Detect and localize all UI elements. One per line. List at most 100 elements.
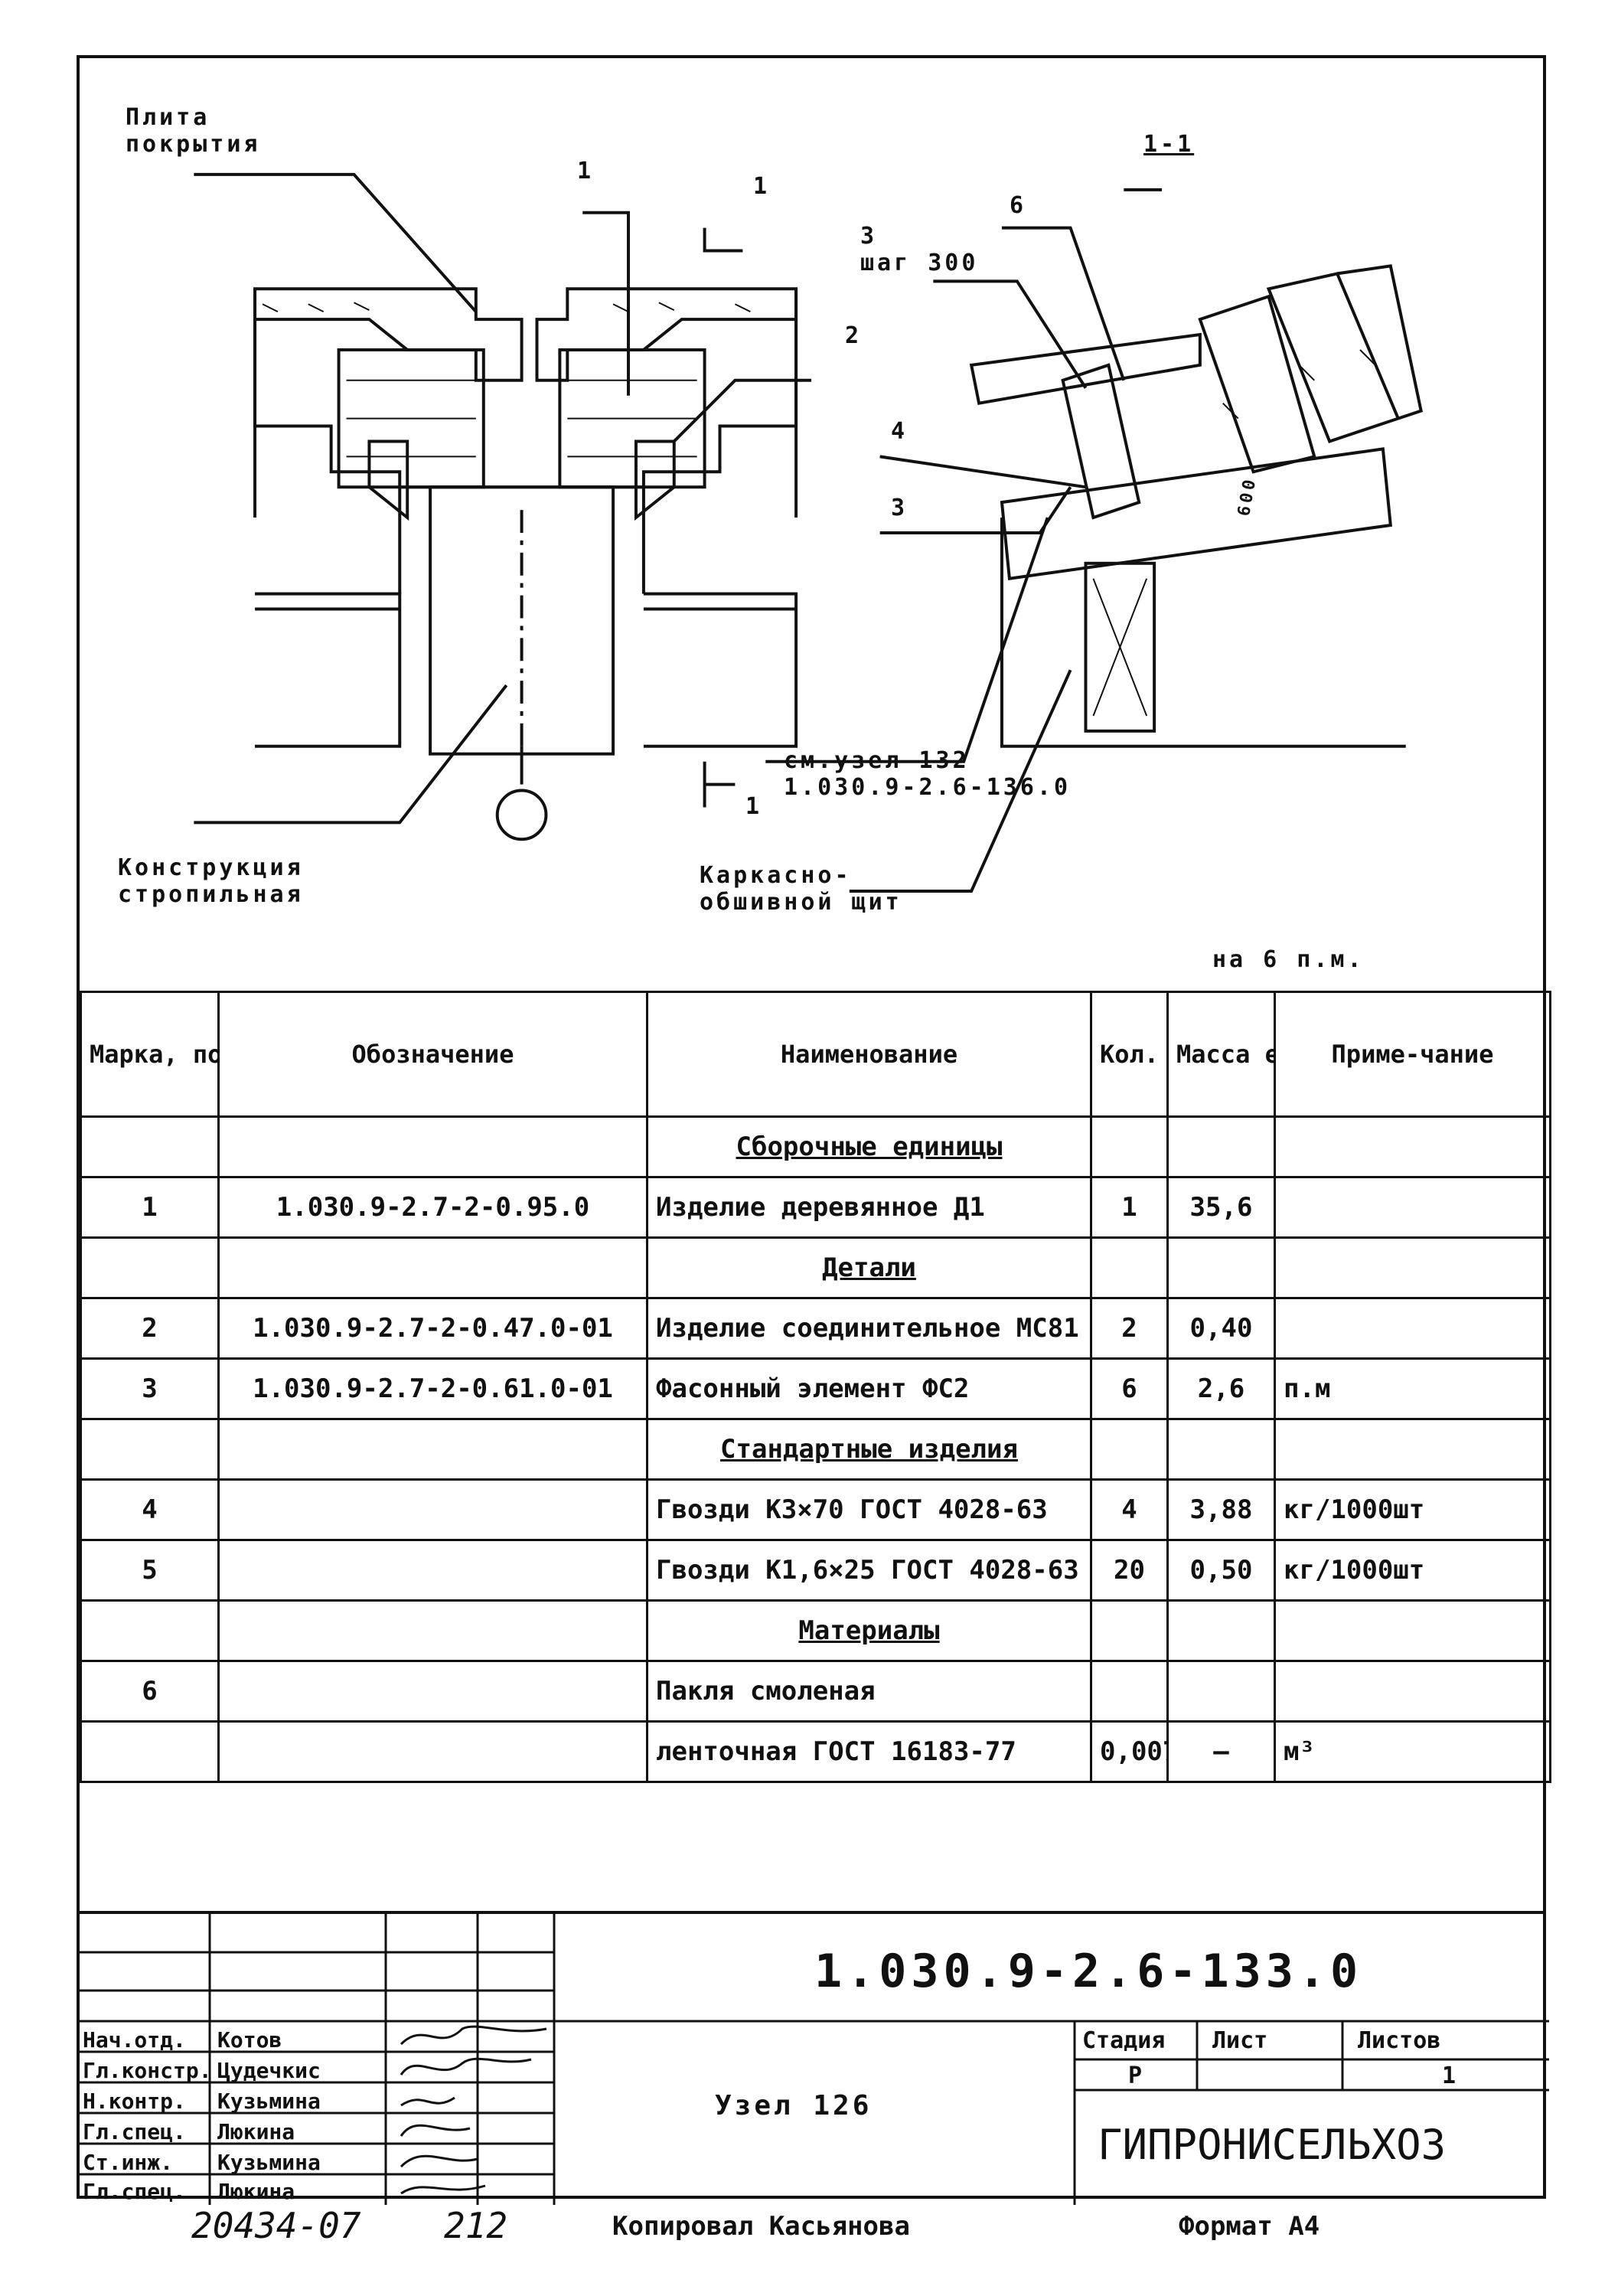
section-title: Материалы — [646, 1599, 1092, 1662]
label-step-num: 3 — [860, 223, 878, 250]
cell-code: 1.030.9-2.7-2-0.47.0-01 — [217, 1297, 648, 1360]
spec-row: Материалы — [80, 1599, 1551, 1662]
name-2: Цудечкис — [217, 2058, 321, 2083]
cell-mass — [1166, 1599, 1276, 1662]
format-label: Формат А4 — [1179, 2211, 1320, 2242]
cell-name: Изделие соединительное МС81 — [646, 1297, 1092, 1360]
label-panel-line1: Каркасно- — [700, 862, 852, 889]
sheets-value: 1 — [1442, 2062, 1457, 2089]
cell-name: Гвозди К1,6×25 ГОСТ 4028-63 — [646, 1539, 1092, 1602]
role-2: Гл.констр. — [83, 2058, 212, 2083]
cell-mark — [80, 1599, 220, 1662]
cell-mass: 0,50 — [1166, 1539, 1276, 1602]
cell-mass — [1166, 1660, 1276, 1723]
role-5: Ст.инж. — [83, 2150, 174, 2175]
cell-code — [217, 1539, 648, 1602]
cell-code — [217, 1478, 648, 1541]
cell-mass — [1166, 1418, 1276, 1481]
header-qty: Кол. — [1090, 991, 1169, 1118]
cell-mark: 1 — [80, 1176, 220, 1239]
cell-code — [217, 1418, 648, 1481]
label-panel-line2: обшивной щит — [700, 889, 902, 916]
cell-qty: 20 — [1090, 1539, 1169, 1602]
cell-qty — [1090, 1418, 1169, 1481]
technical-drawing: Плита покрытия 1 1 2 Конструкция стропил… — [80, 58, 1543, 991]
label-plate-line1: Плита — [126, 104, 210, 131]
cut-mark-top: 1 — [753, 173, 771, 200]
spec-header-row: Марка, поз Обозначение Наименование Кол.… — [80, 991, 1551, 1118]
cell-qty: 0,007 — [1090, 1720, 1169, 1783]
label-construction: Конструкция стропильная — [118, 854, 304, 908]
label-panel: Каркасно- обшивной щит — [700, 862, 902, 916]
sheet-label: Лист — [1212, 2027, 1268, 2054]
section-title: Детали — [646, 1236, 1092, 1299]
cell-code — [217, 1660, 648, 1723]
cell-mass: 0,40 — [1166, 1297, 1276, 1360]
cell-mark: 3 — [80, 1357, 220, 1420]
label-ref-line1: см.узел 132 — [784, 747, 970, 774]
drawing-sheet: Плита покрытия 1 1 2 Конструкция стропил… — [77, 55, 1551, 2205]
label-ref: см.узел 132 1.030.9-2.6-136.0 — [784, 747, 1071, 801]
cell-note: п.м — [1274, 1357, 1551, 1420]
doc-code: 1.030.9-2.6-133.0 — [814, 1945, 1363, 1998]
cell-qty: 1 — [1090, 1176, 1169, 1239]
cell-mark: 2 — [80, 1297, 220, 1360]
cell-code: 1.030.9-2.7-2-0.61.0-01 — [217, 1357, 648, 1420]
label-construction-line2: стропильная — [118, 881, 304, 908]
label-plate-line2: покрытия — [126, 131, 261, 158]
cell-note — [1274, 1297, 1551, 1360]
cell-mark — [80, 1418, 220, 1481]
cell-note: м³ — [1274, 1720, 1551, 1783]
cell-note — [1274, 1418, 1551, 1481]
cell-name: Изделие деревянное Д1 — [646, 1176, 1092, 1239]
role-4: Гл.спец. — [83, 2119, 186, 2144]
cell-code — [217, 1236, 648, 1299]
header-name: Наименование — [646, 991, 1092, 1118]
cut-mark-bottom: 1 — [745, 793, 763, 820]
note-per-meter: на 6 п.м. — [1212, 946, 1365, 973]
inventory-number: 20434-07 — [191, 2205, 361, 2246]
cell-code — [217, 1720, 648, 1783]
cell-mark — [80, 1720, 220, 1783]
copied-by: Копировал Касьянова — [612, 2211, 910, 2242]
cell-note — [1274, 1115, 1551, 1178]
name-1: Котов — [217, 2027, 282, 2053]
name-6: Люкина — [217, 2179, 295, 2204]
callout-1: 1 — [577, 158, 595, 185]
specification-table: Марка, поз Обозначение Наименование Кол.… — [80, 991, 1551, 1783]
header-code: Обозначение — [217, 991, 648, 1118]
role-6: Гл.спец. — [83, 2179, 186, 2204]
cell-qty — [1090, 1236, 1169, 1299]
cell-code — [217, 1599, 648, 1662]
stage-value: Р — [1128, 2062, 1143, 2089]
cell-qty — [1090, 1115, 1169, 1178]
section-title: Сборочные единицы — [646, 1115, 1092, 1178]
organization: ГИПРОНИСЕЛЬХОЗ — [1098, 2121, 1447, 2169]
spec-row: Стандартные изделия — [80, 1418, 1551, 1481]
drawing-graphics — [194, 172, 1423, 893]
cell-mark: 5 — [80, 1539, 220, 1602]
spec-row: Сборочные единицы — [80, 1115, 1551, 1178]
label-ref-line2: 1.030.9-2.6-136.0 — [784, 774, 1072, 801]
name-3: Кузьмина — [217, 2089, 321, 2114]
cell-name: Гвозди К3×70 ГОСТ 4028-63 — [646, 1478, 1092, 1541]
cell-mark: 6 — [80, 1660, 220, 1723]
cell-code: 1.030.9-2.7-2-0.95.0 — [217, 1176, 648, 1239]
cell-mark — [80, 1236, 220, 1299]
cell-mark — [80, 1115, 220, 1178]
callout-3: 3 — [891, 495, 908, 521]
label-step-text: шаг 300 — [860, 250, 979, 276]
header-note: Приме-чание — [1274, 991, 1551, 1118]
cell-qty: 4 — [1090, 1478, 1169, 1541]
cell-name: ленточная ГОСТ 16183-77 — [646, 1720, 1092, 1783]
callout-4: 4 — [891, 418, 908, 445]
cell-mass — [1166, 1236, 1276, 1299]
cell-qty: 2 — [1090, 1297, 1169, 1360]
cell-qty — [1090, 1660, 1169, 1723]
